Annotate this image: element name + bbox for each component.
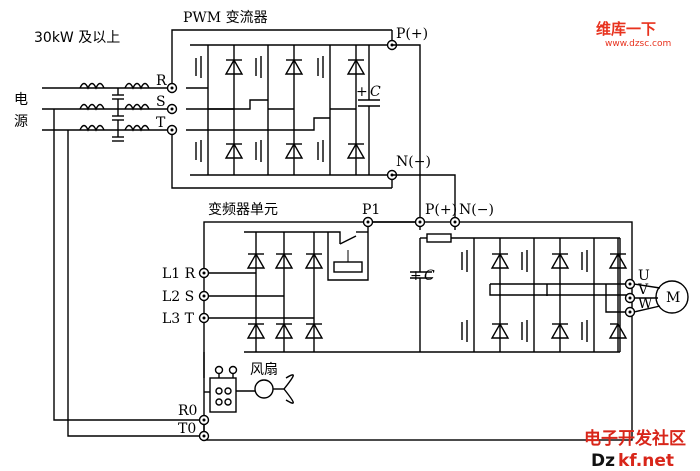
watermark-top-brand: 维库一下 <box>596 20 656 38</box>
source-lines <box>42 87 172 131</box>
vfd-output-terminals <box>624 278 661 318</box>
vfd-u-label: U <box>638 268 650 284</box>
vfd-p-label: P(+) <box>425 202 457 218</box>
vfd-input-terminals <box>198 216 461 324</box>
vfd-t0-label: T0 <box>178 421 196 437</box>
vfd-r0-label: R0 <box>178 403 197 419</box>
vfd-cap-plus: + <box>410 268 422 284</box>
watermark-bottom-en-a: Dz <box>591 451 615 471</box>
conv-s-label: S <box>156 94 166 110</box>
motor <box>655 280 689 314</box>
source-label-1: 电 <box>14 92 28 108</box>
vfd-inverter-bridge <box>461 238 630 352</box>
power-rating-label: 30kW 及以上 <box>34 30 120 46</box>
conv-n-label: N(−) <box>396 154 431 170</box>
vfd-unit-label: 变频器单元 <box>208 202 278 218</box>
watermark-bottom-cn: 电子开发社区 <box>584 428 686 449</box>
conv-p-label: P(+) <box>396 26 428 42</box>
watermark-top-url: www.dzsc.com <box>605 39 671 49</box>
source-label-2: 源 <box>14 114 28 130</box>
conv-cap-label: C <box>370 84 381 100</box>
vfd-p1-label: P1 <box>362 202 380 218</box>
watermark-top: 维库一下 www.dzsc.com <box>596 20 671 49</box>
conv-cap-plus: + <box>356 84 368 100</box>
vfd-rectifier <box>204 231 328 353</box>
fan-label: 风扇 <box>250 362 278 378</box>
vfd-w-label: W <box>638 296 653 312</box>
fan-circuit <box>209 365 294 413</box>
vfd-v-label: V <box>637 282 649 298</box>
watermark-bottom-en-b: kf.net <box>618 451 674 471</box>
pwm-converter-box <box>171 29 393 189</box>
control-power-wiring <box>53 109 210 442</box>
pwm-converter-igbt-bridge <box>186 45 366 175</box>
vfd-l3-label: L3 T <box>162 311 195 327</box>
motor-label: M <box>666 290 680 306</box>
conv-r-label: R <box>156 73 167 89</box>
input-reactors <box>79 82 150 142</box>
charge-relay <box>327 222 369 281</box>
vfd-l1-label: L1 R <box>162 266 196 282</box>
vfd-cap-label: C <box>424 268 435 284</box>
pwm-converter-label: PWM 变流器 <box>183 10 268 26</box>
vfd-l2-label: L2 S <box>162 289 194 305</box>
watermark-bottom: 电子开发社区 Dz kf.net <box>584 428 686 471</box>
vfd-n-label: N(−) <box>459 202 494 218</box>
conv-t-label: T <box>156 115 166 131</box>
dc-link-wiring <box>392 44 456 222</box>
